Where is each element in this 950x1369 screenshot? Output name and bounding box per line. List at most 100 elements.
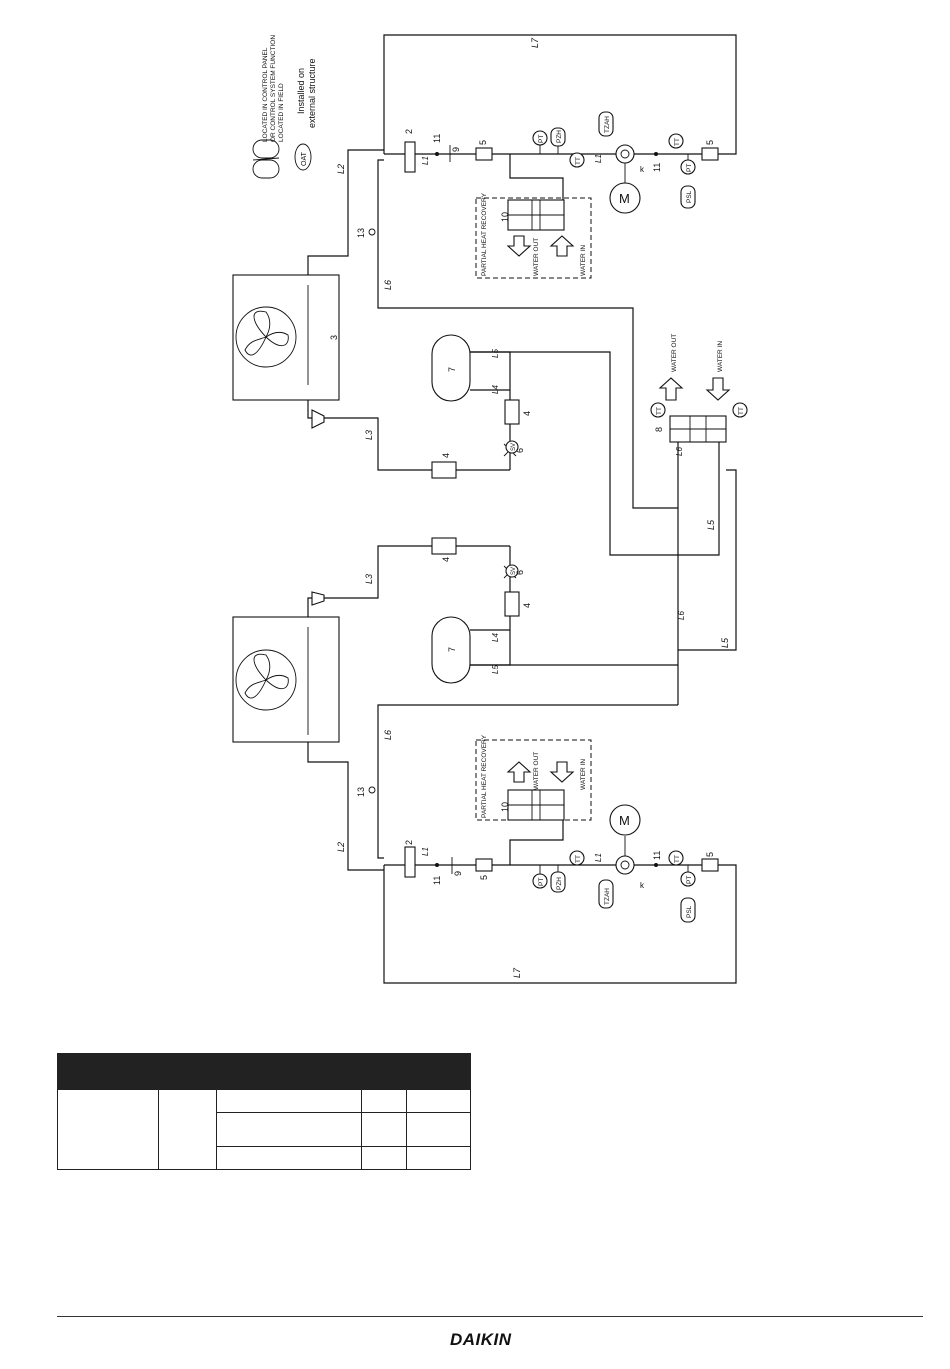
instrument-tzah-c2-label: TZAH	[604, 888, 611, 905]
label-l4-c2: L4	[491, 633, 500, 642]
component-5a	[475, 147, 493, 161]
oat-text-1: Installed on	[296, 68, 306, 114]
component-5a-label: 5	[478, 140, 488, 145]
component-13-c2-label: 13	[356, 787, 366, 797]
label-l7-c2: L7	[512, 967, 522, 978]
component-5a-c2-label: 5	[479, 875, 489, 880]
receiver-2	[431, 616, 471, 684]
instrument-psl	[680, 185, 696, 209]
evaporator-out-arrow	[658, 377, 684, 401]
heat-recovery-1-title: PARTIAL HEAT RECOVERY	[481, 192, 488, 276]
evaporator-water-in: WATER IN	[717, 341, 724, 372]
instrument-tt1-c2-label: TT	[575, 855, 582, 863]
component-10-c2-label: 10	[500, 802, 510, 812]
compressor-1	[615, 144, 635, 164]
instrument-pzh-c2	[550, 871, 566, 893]
spec-table-cell	[406, 1089, 471, 1113]
evaporator-number: 8	[654, 427, 664, 432]
k-label-1: k	[640, 165, 645, 174]
spec-table-cell	[406, 1146, 471, 1170]
circuit-1: L7 L2 2 L1 11 9 5 PT PZH TZAH TT TT	[232, 34, 737, 556]
component-2-c2	[404, 846, 416, 878]
component-6-c2-label: 6	[515, 570, 525, 575]
line-l7	[383, 34, 737, 155]
instrument-pzh-c2-label: PZH	[556, 877, 563, 890]
receiver-1	[431, 334, 471, 402]
component-5b-c2-label: 5	[705, 852, 715, 857]
instrument-pt1-c2	[532, 873, 548, 889]
instrument-sv-1	[505, 440, 519, 454]
heat-recovery-2-title: PARTIAL HEAT RECOVERY	[481, 734, 488, 818]
instrument-pzh-label: PZH	[556, 130, 563, 143]
instrument-tt1-label: TT	[575, 157, 582, 165]
instrument-tzah	[598, 111, 614, 137]
label-l1b: L1	[594, 154, 603, 163]
spec-table-cell	[361, 1089, 407, 1113]
evaporator-tt-in	[732, 402, 748, 418]
component-5b-label: 5	[705, 140, 715, 145]
component-11b-label: 11	[652, 163, 662, 172]
instrument-tt1	[569, 152, 585, 168]
label-l6: L6	[383, 280, 393, 290]
spec-table-cell	[361, 1146, 407, 1170]
legend-control-panel-symbol	[252, 139, 280, 179]
condenser-2	[232, 616, 340, 743]
instrument-sv-2-label: SV	[511, 567, 517, 575]
component-13-label: 13	[356, 228, 366, 238]
condenser-2-fan	[235, 649, 297, 711]
instrument-tzah-c2	[598, 879, 614, 909]
instrument-tt2	[668, 133, 684, 149]
component-6-label: 6	[515, 448, 525, 453]
motor-2	[609, 804, 641, 836]
spec-table-cell	[57, 1089, 159, 1170]
component-5a-c2	[475, 858, 493, 872]
component-4b-c2-label: 4	[522, 603, 532, 608]
compressor-2	[615, 855, 635, 875]
line-l7-c2	[383, 864, 737, 984]
instrument-tt1-c2	[569, 850, 585, 866]
label-l3-c2: L3	[364, 574, 374, 584]
instrument-sv-1-label: SV	[511, 443, 517, 451]
label-l1: L1	[421, 156, 430, 165]
line-l6-c2	[377, 704, 678, 859]
legend-line-3: LOCATED IN FIELD	[278, 83, 285, 142]
line-l6	[377, 159, 678, 509]
label-l4: L4	[491, 385, 500, 394]
heat-recovery-2-water-in: WATER IN	[580, 759, 587, 790]
line-l3	[307, 400, 510, 471]
footer-rule	[57, 1316, 923, 1317]
component-9-c2-label: 9	[453, 871, 463, 876]
component-3-label: 3	[329, 335, 339, 340]
motor-1-label: M	[619, 191, 630, 206]
label-l5b: L5	[706, 519, 716, 530]
component-4a-c2	[431, 537, 457, 555]
instrument-pt1	[532, 130, 548, 146]
component-5b	[701, 147, 719, 161]
circuit-2: L7 L2 2 L1 11 9 5 PT PZH TT TZAH L1 M k …	[232, 537, 737, 984]
component-11b-c2-label: 11	[652, 851, 662, 860]
label-l1b-c2: L1	[594, 853, 603, 862]
k-label-2: k	[640, 881, 645, 890]
instrument-pzh	[550, 127, 566, 147]
instrument-pt1-label: PT	[538, 135, 545, 143]
label-l1-c2: L1	[421, 847, 430, 856]
legend-line-2: OR CONTROL SYSTEM FUNCTION	[270, 35, 277, 142]
condenser-1	[232, 274, 340, 401]
component-5b-c2	[701, 858, 719, 872]
heat-recovery-2-in-arrow	[549, 761, 575, 783]
label-l2: L2	[336, 164, 346, 174]
label-l5-c2b: L5	[720, 637, 730, 648]
evaporator-in-arrow	[705, 377, 731, 401]
heat-recovery-1-water-in: WATER IN	[580, 245, 587, 276]
label-l2-c2: L2	[336, 842, 346, 852]
motor-1	[609, 182, 641, 214]
instrument-tt2-label: TT	[674, 138, 681, 146]
heat-recovery-1-in-arrow	[549, 235, 575, 257]
spec-table-cell	[216, 1112, 362, 1147]
oat-text-2: external structure	[307, 58, 317, 128]
line-l2-c2	[307, 742, 384, 871]
heat-recovery-2-water-out: WATER OUT	[533, 752, 540, 790]
evaporator-tt-out	[650, 402, 666, 418]
spec-table-header	[57, 1053, 471, 1090]
